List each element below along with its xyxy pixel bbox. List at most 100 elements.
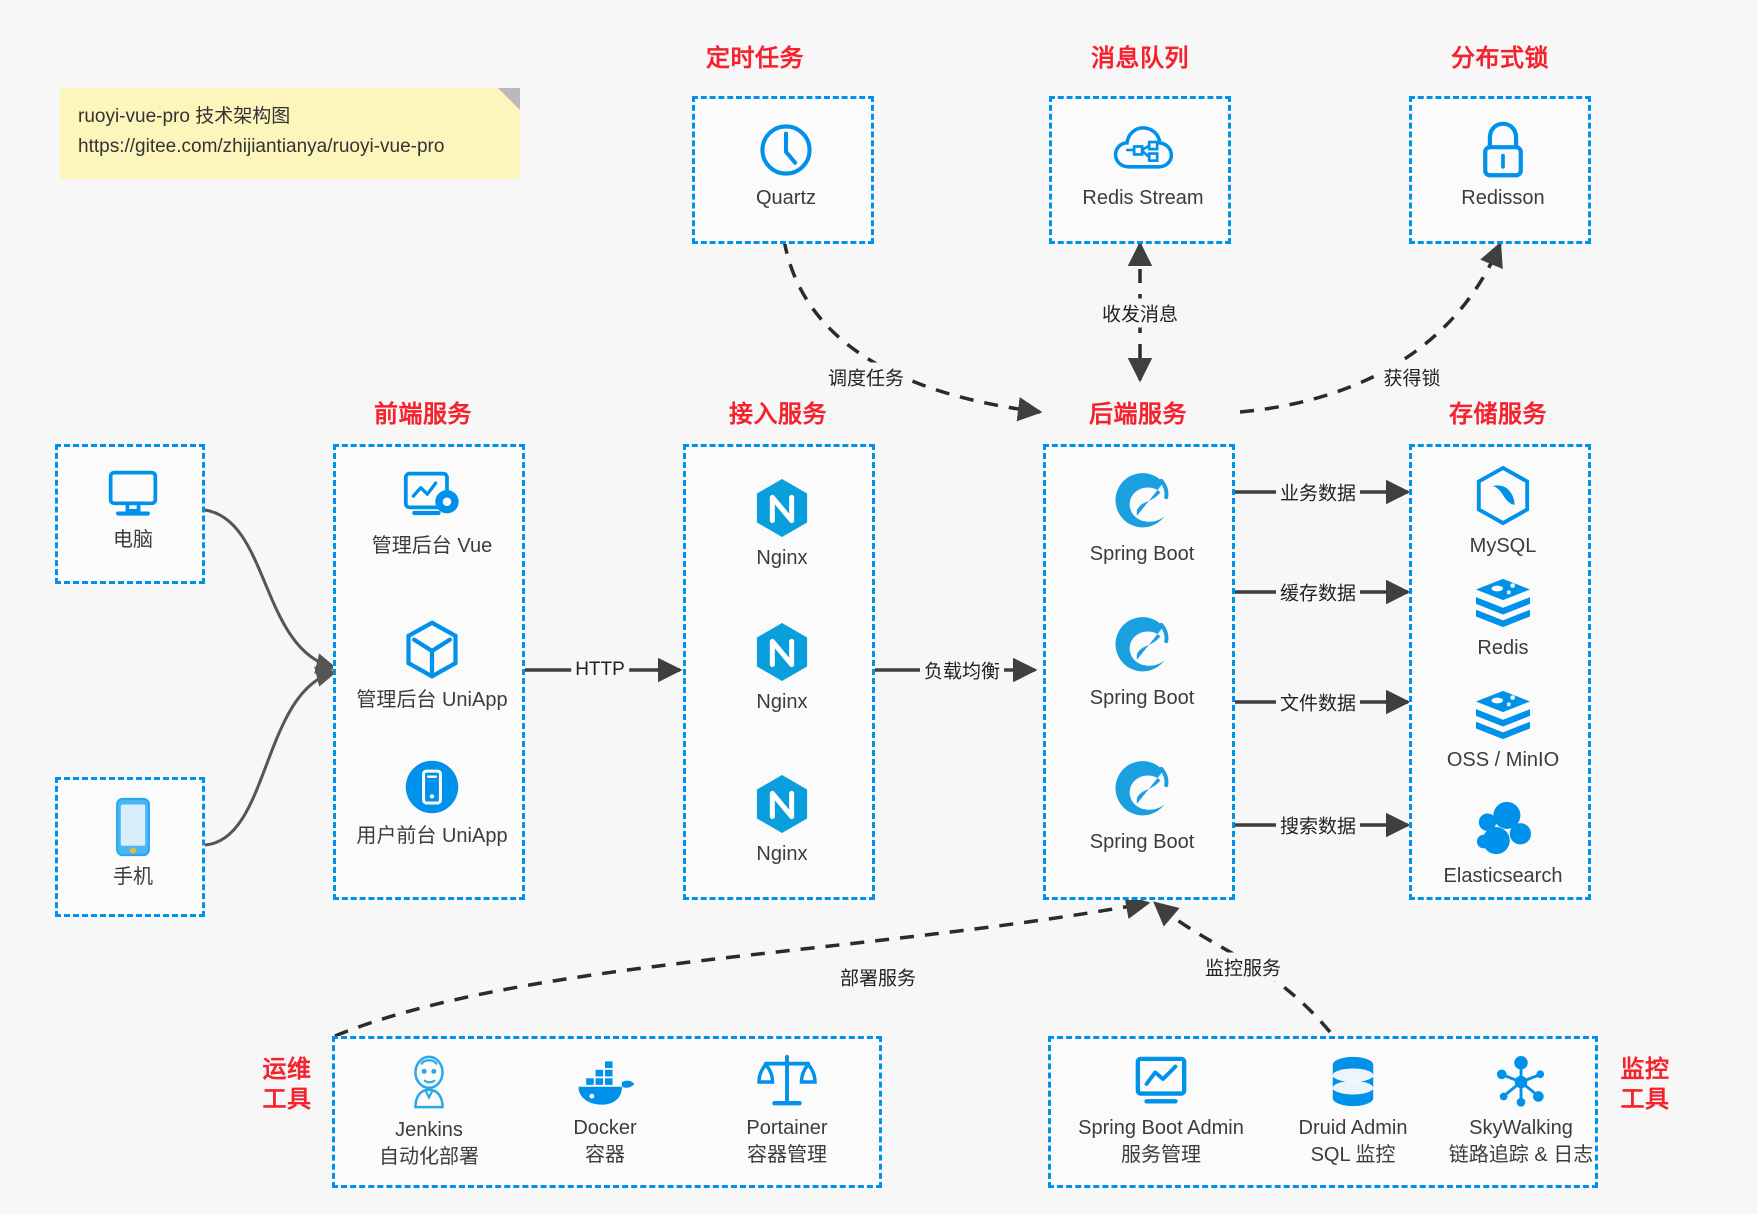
edge-phone-to-frontend [204, 666, 338, 847]
box-message-queue[interactable]: Redis Stream [1049, 96, 1231, 244]
node-skywalking[interactable]: SkyWalking 链路追踪 & 日志 [1433, 1055, 1609, 1169]
docker-icon [525, 1057, 685, 1109]
spring-icon [1046, 617, 1238, 679]
node-label: Docker [573, 1117, 637, 1139]
box-gateway-services[interactable]: Nginx Nginx Nginx [683, 444, 875, 900]
node-label: Nginx [756, 691, 808, 713]
node-sublabel: 容器 [585, 1144, 625, 1166]
edge-label-acquire-lock: 获得锁 [1379, 362, 1445, 392]
node-phone[interactable]: 手机 [58, 796, 208, 891]
note-line-1: ruoyi-vue-pro 技术架构图 [78, 106, 291, 127]
node-jenkins[interactable]: Jenkins 自动化部署 [349, 1053, 509, 1171]
edge-label-cache-data: 缓存数据 [1275, 577, 1361, 607]
redis-icon [1412, 575, 1594, 629]
edge-label-send-receive-message: 收发消息 [1097, 298, 1183, 328]
node-label: 管理后台 UniApp [356, 689, 508, 711]
node-spring-boot-admin[interactable]: Spring Boot Admin 服务管理 [1055, 1055, 1267, 1169]
node-sublabel: 链路追踪 & 日志 [1448, 1144, 1594, 1166]
node-elasticsearch[interactable]: Elasticsearch [1412, 799, 1594, 890]
sticky-note: ruoyi-vue-pro 技术架构图 https://gitee.com/zh… [60, 88, 520, 179]
group-title-monitor: 监控 工具 [1614, 1055, 1676, 1115]
node-label: Redis Stream [1082, 187, 1204, 209]
network-icon [1433, 1055, 1609, 1109]
node-portainer[interactable]: Portainer 容器管理 [707, 1053, 867, 1169]
box-phone[interactable]: 手机 [55, 777, 205, 917]
node-label: 用户前台 UniApp [356, 825, 508, 847]
node-label: Druid Admin [1298, 1117, 1408, 1139]
nginx-icon [686, 621, 878, 683]
node-sublabel: SQL 监控 [1310, 1144, 1396, 1166]
node-label: Spring Boot Admin [1078, 1117, 1244, 1139]
lock-icon [1412, 121, 1594, 179]
spring-icon [1046, 473, 1238, 535]
node-redis-stream[interactable]: Redis Stream [1052, 121, 1234, 212]
box-storage-services[interactable]: MySQL Redis [1409, 444, 1591, 900]
node-label: Redisson [1461, 187, 1545, 209]
node-springboot-1[interactable]: Spring Boot [1046, 473, 1238, 568]
elasticsearch-icon [1412, 799, 1594, 857]
group-title-devops: 运维 工具 [256, 1055, 318, 1115]
node-sublabel: 自动化部署 [379, 1146, 479, 1168]
box-devops-tools[interactable]: Jenkins 自动化部署 [332, 1036, 882, 1188]
node-user-uniapp[interactable]: 用户前台 UniApp [336, 757, 528, 850]
node-label: 管理后台 Vue [371, 535, 493, 557]
group-title-message-queue: 消息队列 [1091, 45, 1189, 72]
mysql-icon [1412, 465, 1594, 527]
mobile-icon [58, 796, 208, 858]
edge-devops-to-backend [334, 894, 1151, 1038]
phone-circle-icon [336, 757, 528, 817]
desktop-icon [58, 467, 208, 521]
group-title-gateway: 接入服务 [729, 401, 827, 428]
node-oss-minio[interactable]: OSS / MinIO [1412, 687, 1594, 774]
node-label: Nginx [756, 843, 808, 865]
dashboard-icon [336, 469, 528, 527]
edge-label-search-data: 搜索数据 [1275, 810, 1361, 840]
node-admin-vue[interactable]: 管理后台 Vue [336, 469, 528, 560]
edge-label-schedule-task: 调度任务 [823, 362, 909, 392]
node-springboot-2[interactable]: Spring Boot [1046, 617, 1238, 712]
node-sublabel: 容器管理 [747, 1144, 827, 1166]
group-title-frontend: 前端服务 [374, 401, 472, 428]
node-label: Elasticsearch [1443, 865, 1563, 887]
node-label: 电脑 [113, 529, 153, 551]
box-computer[interactable]: 电脑 [55, 444, 205, 584]
edge-label-business-data: 业务数据 [1275, 477, 1361, 507]
node-nginx-2[interactable]: Nginx [686, 621, 878, 716]
node-redisson[interactable]: Redisson [1412, 121, 1594, 212]
redis-icon [1412, 687, 1594, 741]
node-nginx-1[interactable]: Nginx [686, 477, 878, 572]
note-fold-icon [498, 88, 520, 110]
database-icon [1273, 1055, 1433, 1109]
group-title-monitor-line2: 工具 [1620, 1086, 1670, 1113]
edge-label-http: HTTP [571, 658, 629, 682]
node-redis[interactable]: Redis [1412, 575, 1594, 662]
node-label: Redis [1477, 637, 1529, 659]
node-druid-admin[interactable]: Druid Admin SQL 监控 [1273, 1055, 1433, 1169]
group-title-backend: 后端服务 [1089, 401, 1187, 428]
box-monitoring-tools[interactable]: Spring Boot Admin 服务管理 Druid Admin SQL 监… [1048, 1036, 1598, 1188]
node-nginx-3[interactable]: Nginx [686, 773, 878, 868]
node-quartz[interactable]: Quartz [695, 121, 877, 212]
node-springboot-3[interactable]: Spring Boot [1046, 761, 1238, 856]
node-label: MySQL [1469, 535, 1537, 557]
box-scheduled-task[interactable]: Quartz [692, 96, 874, 244]
node-admin-uniapp[interactable]: 管理后台 UniApp [336, 619, 528, 714]
box-frontend-services[interactable]: 管理后台 Vue 管理后台 UniApp 用户前台 UniApp [333, 444, 525, 900]
node-docker[interactable]: Docker 容器 [525, 1057, 685, 1169]
node-label: Nginx [756, 547, 808, 569]
edge-quartz-to-backend [782, 239, 1043, 422]
box-backend-services[interactable]: Spring Boot Spring Boot Spring Boot [1043, 444, 1235, 900]
group-title-monitor-line1: 监控 [1620, 1056, 1670, 1083]
node-label: Spring Boot [1089, 687, 1195, 709]
node-label: 手机 [113, 866, 153, 888]
node-label: Quartz [755, 187, 817, 209]
clock-icon [695, 121, 877, 179]
edge-label-deploy-service: 部署服务 [835, 962, 921, 992]
nginx-icon [686, 773, 878, 835]
node-mysql[interactable]: MySQL [1412, 465, 1594, 560]
box-distributed-lock[interactable]: Redisson [1409, 96, 1591, 244]
node-computer[interactable]: 电脑 [58, 467, 208, 554]
nginx-icon [686, 477, 878, 539]
edge-label-load-balance: 负载均衡 [919, 655, 1005, 685]
